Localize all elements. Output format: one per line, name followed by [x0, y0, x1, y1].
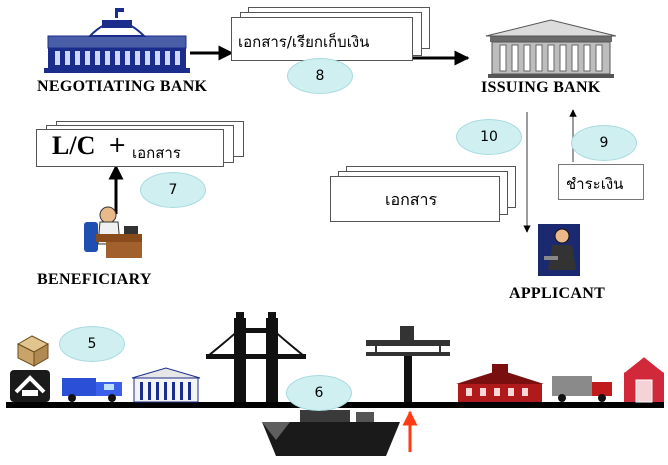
payment-box — [558, 164, 644, 200]
negotiating-bank-icon — [44, 8, 190, 73]
customs-building-icon — [131, 367, 201, 403]
warehouse-icon — [10, 370, 50, 402]
red-truck-icon — [552, 376, 612, 402]
step-8-bubble: 8 — [287, 58, 353, 94]
negotiating-bank-label: NEGOTIATING BANK — [37, 78, 208, 95]
lc-plus: + — [108, 133, 127, 158]
payment-text: ชำระเงิน — [566, 175, 624, 193]
step-9-bubble: 9 — [571, 125, 637, 161]
beneficiary-label: BENEFICIARY — [37, 271, 152, 288]
applicant-label: APPLICANT — [509, 285, 606, 302]
step-5-bubble: 5 — [59, 326, 125, 362]
port-crane-icon — [366, 326, 450, 402]
collection-documents-text: เอกสาร/เรียกเก็บเงิน — [238, 33, 370, 51]
issuing-bank-label: ISSUING BANK — [481, 79, 601, 96]
step-6-bubble: 6 — [286, 375, 352, 411]
step-7-bubble: 7 — [140, 172, 206, 208]
app-doc-sheet-front — [330, 176, 500, 222]
bridge-icon — [206, 312, 306, 402]
issuing-bank-icon — [485, 19, 617, 78]
lc-documents-text: เอกสาร — [132, 144, 181, 162]
ship-icon — [262, 410, 400, 456]
applicant-documents-text: เอกสาร — [385, 190, 438, 209]
factory-icon — [456, 364, 544, 402]
applicant-icon — [538, 224, 580, 276]
lc-title: L/C — [52, 131, 96, 160]
lc-sheet-front — [36, 129, 224, 167]
package-icon — [16, 335, 50, 367]
beneficiary-icon — [84, 206, 142, 258]
barn-icon — [623, 354, 665, 403]
truck-icon — [62, 378, 122, 402]
step-10-bubble: 10 — [456, 119, 522, 155]
